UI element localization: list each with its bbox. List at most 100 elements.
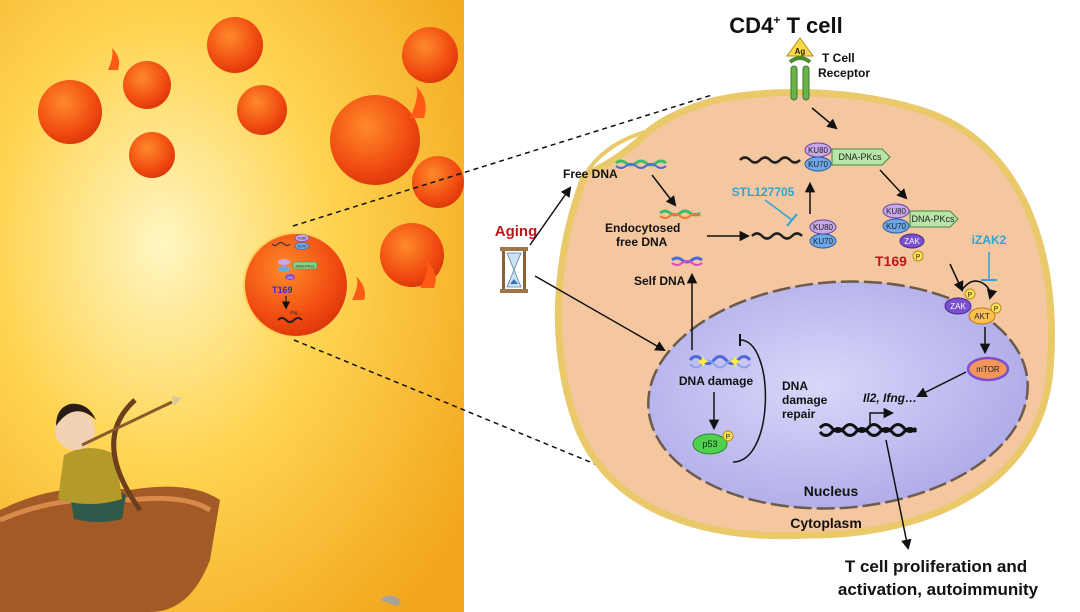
mtor-icon: [966, 356, 1010, 382]
ku70-icon: [804, 156, 832, 172]
inset-ku80-label: KU80: [298, 237, 307, 241]
damaged-dna-strand: [688, 355, 752, 365]
dna-icon: [739, 156, 801, 164]
arrow-genes-to-outcome: [885, 439, 912, 551]
sun-icon: [207, 17, 263, 73]
phospho-label: P: [726, 434, 731, 441]
transcription-start-arrow: [869, 407, 895, 425]
cliff: [0, 486, 401, 612]
dnapkcs-icon: [909, 210, 959, 228]
free-dna-strand: [615, 159, 667, 167]
arrow-aging-to-dna-damage: [534, 275, 666, 352]
repair-label-line1: DNA: [782, 379, 808, 393]
hourglass-icon: [500, 247, 528, 293]
archer-head: [55, 410, 95, 450]
repair-inhibition-line: [732, 339, 767, 463]
zoom-line-top: [292, 94, 713, 227]
self-dna-strand: [671, 260, 703, 266]
gene-dna-icon: [818, 427, 918, 437]
zak-label: ZAK: [950, 302, 966, 311]
ku70-label: KU70: [808, 160, 829, 169]
dnapkcs-icon: [292, 261, 318, 270]
inset-t169-label: T169: [272, 285, 293, 295]
inset-genes-label: Ifng...: [290, 310, 301, 315]
flame-icon: [420, 260, 436, 288]
izak2-label: iZAK2: [972, 233, 1007, 247]
dna-icon: [751, 232, 803, 240]
sun-icon: [123, 61, 171, 109]
rock-ledge: [0, 486, 220, 612]
archer-hair: [56, 403, 96, 426]
arrow-free-dna-endocytosis: [651, 174, 677, 207]
phospho-icon: [912, 250, 924, 262]
repair-label-line3: repair: [782, 407, 816, 421]
flame-icon: [352, 276, 365, 300]
zak-icon: [944, 297, 972, 315]
sun-icon: [237, 85, 287, 135]
stone: [380, 595, 401, 606]
bow: [111, 398, 143, 512]
receptor-label-line2: Receptor: [818, 66, 870, 80]
mtor-label: mTOR: [976, 365, 1000, 374]
arrow-aging-to-free-dna: [529, 186, 572, 246]
mechanism-diagram: CD4+ T cell Ag T Cell Receptor Aging: [495, 13, 1055, 599]
p53-icon: [692, 433, 728, 455]
repair-label-line2: damage: [782, 393, 828, 407]
dnapkcs-icon: [831, 148, 891, 166]
arrowhead-icon: [172, 396, 182, 406]
phospho-icon: [964, 288, 976, 300]
phospho-icon: [722, 430, 734, 442]
outcome-label-line1: T cell proliferation and: [845, 557, 1027, 576]
arrow-receptor-to-complex: [811, 107, 838, 130]
outcome-label-line2: activation, autoimmunity: [838, 580, 1039, 599]
sun-icon: [330, 95, 420, 185]
t169-label: T169: [875, 253, 907, 269]
ku80-label: KU80: [886, 207, 907, 216]
arrow-mtor-to-genes: [916, 371, 967, 397]
zak-label: ZAK: [904, 237, 920, 246]
zak-icon: [899, 233, 925, 249]
inset-zak-label: ZAK: [287, 275, 293, 279]
ku70-icon: [882, 218, 910, 234]
phospho-label: P: [916, 254, 921, 261]
akt-label: AKT: [974, 312, 990, 321]
dna-icon: [271, 241, 291, 247]
damage-spark-icon: [697, 356, 709, 367]
ku80-icon: [882, 203, 910, 219]
illustration-panel: KU80 KU70 DNA-PKcs ZAK T169 Ifng...: [0, 0, 464, 612]
inhibition-stl: [764, 199, 793, 221]
ku80-icon: [294, 234, 310, 242]
zak-icon: [285, 274, 295, 280]
damage-spark-icon: [729, 356, 741, 367]
inhibition-bar: [786, 213, 798, 227]
phospho-label: P: [968, 292, 973, 299]
akt-icon: [968, 307, 996, 325]
ku70-icon: [809, 233, 837, 249]
arrow-shaft: [81, 400, 173, 447]
p53-label: p53: [702, 439, 717, 449]
nucleus: [647, 280, 1029, 510]
receptor-chain-beta: [802, 65, 810, 101]
archer-body: [58, 448, 122, 504]
receptor-chain-alpha: [790, 65, 798, 101]
stl127705-label: STL127705: [732, 185, 795, 199]
target-genes-label: Il2, Ifng…: [863, 391, 917, 405]
endocytosed-dna-strand: [659, 213, 701, 219]
nucleus-label: Nucleus: [804, 483, 859, 499]
inset-cell: [243, 232, 349, 338]
dnapkcs-label: DNA-PKcs: [838, 152, 882, 162]
receptor-head-icon: [788, 56, 812, 64]
inset-cell-sun: KU80 KU70 DNA-PKcs ZAK T169 Ifng...: [243, 232, 349, 338]
free-dna-strand: [615, 163, 667, 169]
phospho-icon: [990, 302, 1002, 314]
flame-icon: [108, 48, 120, 70]
cytoplasm-label: Cytoplasm: [790, 515, 862, 531]
ku70-icon: [278, 266, 290, 272]
sun-icon: [38, 80, 102, 144]
ku80-label: KU80: [808, 146, 829, 155]
ku70-label: KU70: [886, 222, 907, 231]
membrane-invagination: [583, 130, 646, 177]
rock-highlight: [0, 495, 212, 523]
